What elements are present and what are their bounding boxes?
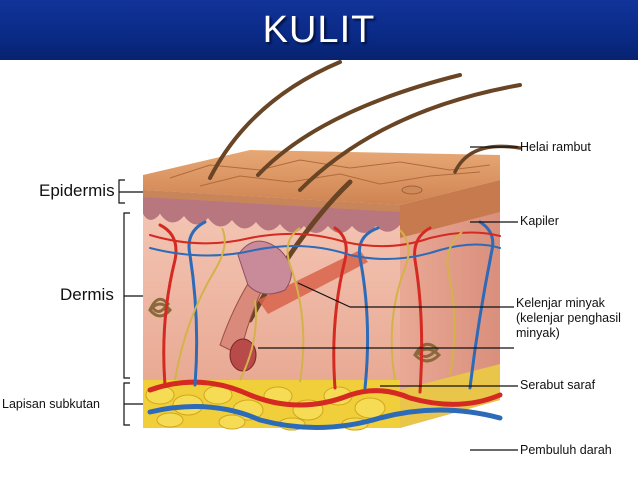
- title-bar: [0, 0, 638, 60]
- label-capillary: Kapiler: [520, 214, 559, 228]
- label-dermis: Dermis: [60, 285, 114, 304]
- block-side-face: [400, 180, 500, 428]
- label-hair-shaft: Helai rambut: [520, 140, 591, 154]
- slide-title: KULIT: [262, 9, 376, 51]
- label-nerve: Serabut saraf: [520, 378, 596, 392]
- label-oil-gland-line2: (kelenjar penghasil: [516, 311, 621, 325]
- sweat-glands: [148, 297, 442, 363]
- label-blood-vessel: Pembuluh darah: [520, 443, 612, 457]
- nerve-fibres: [174, 227, 463, 383]
- label-oil-gland-line1: Kelenjar minyak: [516, 296, 605, 310]
- label-oil-gland-line3: minyak): [516, 326, 560, 340]
- label-epidermis: Epidermis: [39, 181, 115, 200]
- blood-vessels: [147, 220, 503, 430]
- leader-lines: [118, 146, 518, 451]
- hair-follicle: [219, 240, 368, 372]
- label-subcutaneous: Lapisan subkutan: [2, 397, 100, 411]
